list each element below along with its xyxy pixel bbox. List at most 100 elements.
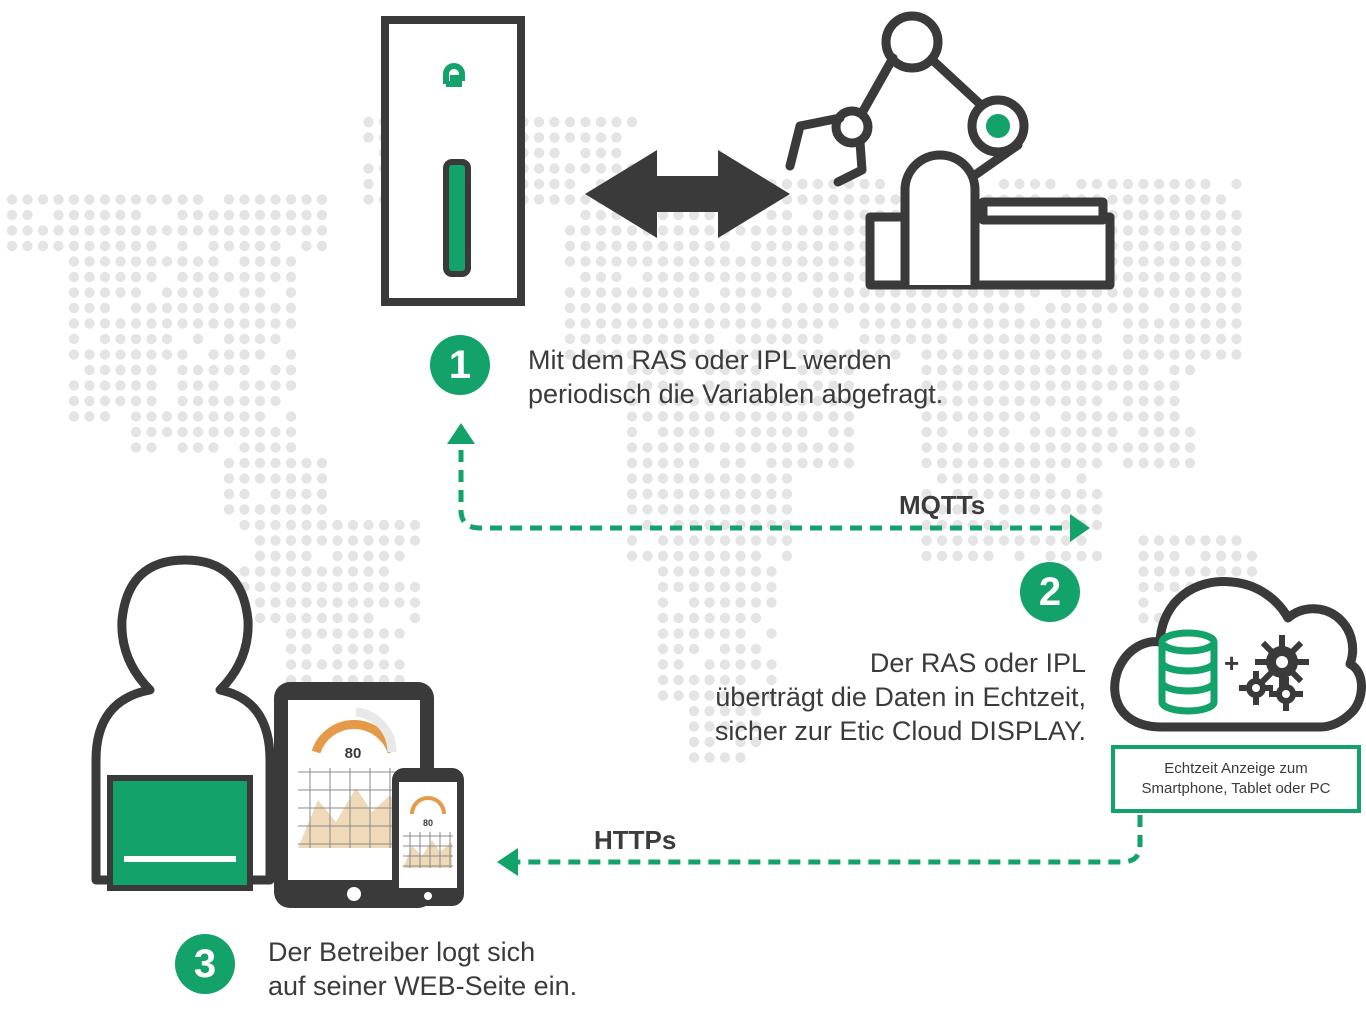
map-dot [781,287,793,298]
map-dot [642,504,653,515]
map-dot [1184,287,1196,298]
map-dot [130,426,142,438]
map-dot [316,581,328,593]
map-dot [688,612,700,624]
map-dot [301,566,312,577]
map-dot [254,271,266,283]
map-dot [704,256,715,267]
map-dot [735,411,746,422]
map-dot [254,380,266,391]
map-dot [704,752,715,763]
map-dot [673,256,684,267]
map-dot [1029,442,1041,453]
map-dot [1107,411,1118,422]
map-dot [673,473,684,484]
map-dot [99,256,111,267]
step-2-number: 2 [1038,570,1062,614]
map-dot [750,364,762,376]
map-dot [952,442,963,453]
map-dot [409,612,421,624]
map-dot [1200,287,1211,298]
map-dot [1107,178,1118,190]
map-dot [952,550,963,562]
map-dot [177,442,188,453]
map-dot [719,380,731,391]
map-dot [657,364,669,376]
map-dot [208,209,219,221]
map-dot [611,147,622,159]
map-dot [409,581,421,593]
map-dot [1091,550,1103,562]
map-dot [859,287,870,298]
map-dot [1014,333,1025,345]
map-dot [1091,178,1103,190]
map-dot [1153,457,1165,469]
map-dot [254,240,266,252]
map-dot [626,504,638,515]
map-dot [99,302,111,314]
map-dot [223,426,235,438]
map-dot [332,643,343,655]
map-dot [735,597,746,608]
map-dot [564,287,576,298]
map-dot [642,302,653,314]
map-dot [812,395,824,407]
map-dot [952,302,963,314]
map-dot [146,302,157,314]
map-dot [983,302,994,314]
map-dot [1060,364,1072,376]
map-dot [1184,256,1196,267]
map-dot [84,240,95,252]
map-dot [750,721,762,732]
map-dot [1091,333,1103,345]
map-dot [1045,302,1056,314]
map-dot [657,302,669,314]
map-dot [146,256,157,267]
map-dot [378,519,390,531]
map-dot [115,380,126,391]
map-dot [595,163,607,174]
map-dot [254,256,266,267]
map-dot [580,318,591,329]
map-dot [363,628,374,639]
map-dot [967,380,979,391]
cloud-label-box: Echtzeit Anzeige zum Smartphone, Tablet … [1111,745,1361,813]
map-dot [363,597,374,608]
map-dot [719,395,731,407]
map-dot [223,225,235,236]
map-dot [177,318,188,329]
map-dot [781,442,793,453]
map-dot [22,225,33,236]
map-dot [161,411,173,422]
map-dot [254,535,266,546]
map-dot [642,457,653,469]
map-dot [1014,550,1025,562]
map-dot [254,349,266,360]
map-dot [1138,426,1149,438]
map-dot [270,240,281,252]
map-dot [254,411,266,422]
map-dot [6,225,18,236]
map-dot [564,163,576,174]
map-dot [347,581,359,593]
map-dot [952,380,963,391]
map-dot [239,504,250,515]
map-dot [688,752,700,763]
map-dot [409,519,421,531]
map-dot [766,674,777,686]
map-dot [285,442,297,453]
map-dot [533,132,545,143]
map-dot [564,225,576,236]
map-dot [208,287,219,298]
map-dot [146,225,157,236]
map-dot [239,380,250,391]
map-dot [998,349,1010,360]
map-dot [812,209,824,221]
map-dot [1153,349,1165,360]
map-dot [797,194,808,205]
map-dot [99,411,111,422]
map-dot [285,488,297,500]
map-dot [719,535,731,546]
map-dot [1014,318,1025,329]
map-dot [1045,333,1056,345]
